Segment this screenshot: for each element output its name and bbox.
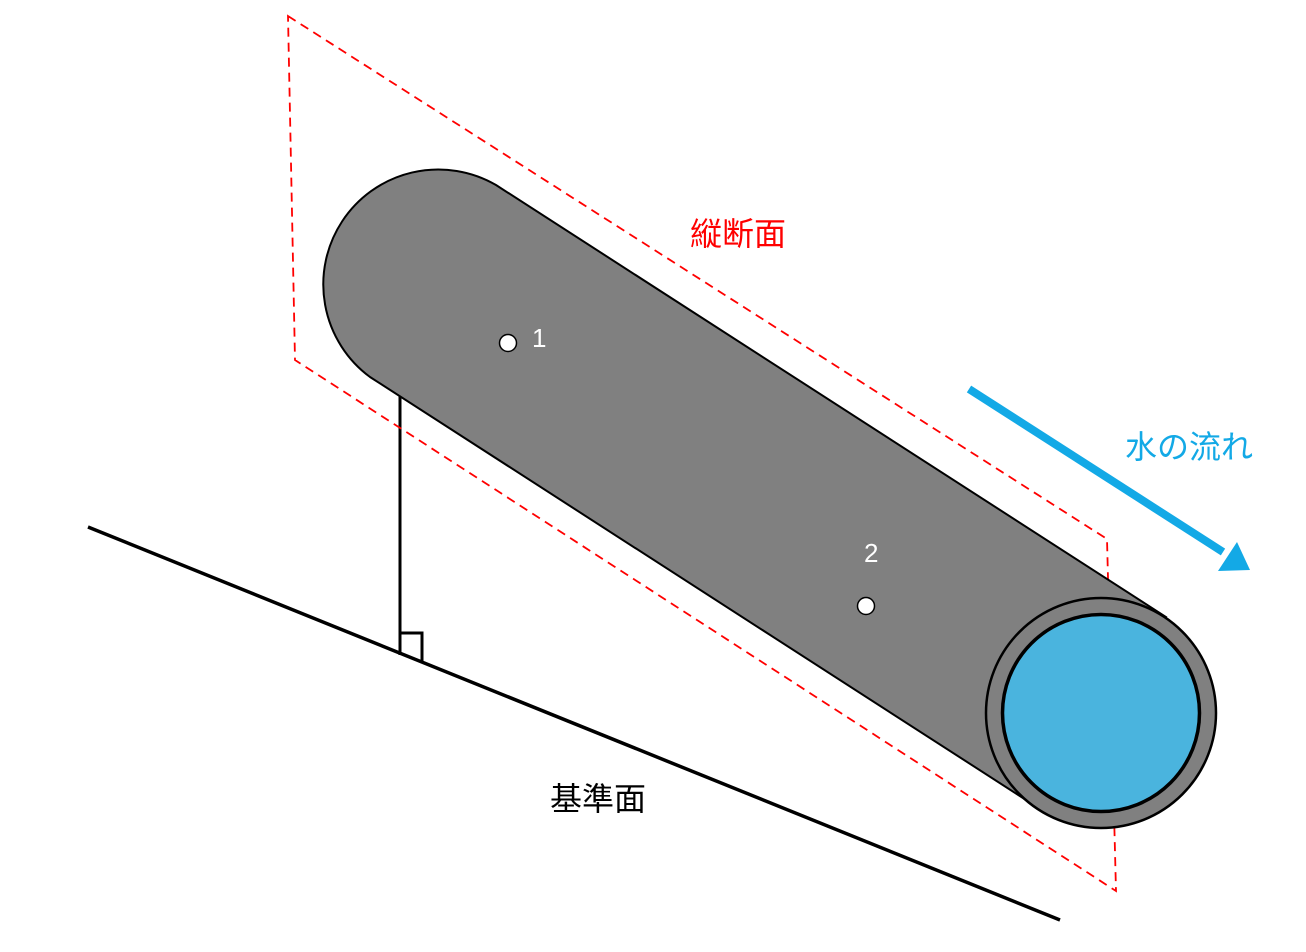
datum-line — [87, 525, 1061, 922]
longitudinal-section-label: 縦断面 — [690, 215, 786, 253]
flow-arrow-head — [1218, 542, 1250, 571]
water-flow-label: 水の流れ — [1125, 428, 1253, 466]
point-1-label: 1 — [532, 323, 546, 353]
section-plane-outline — [287, 14, 1117, 893]
flow-arrow-shaft — [966, 385, 1226, 556]
point-2-marker — [856, 596, 876, 616]
point-2-label: 2 — [864, 538, 878, 568]
right-angle-marker — [400, 631, 424, 662]
pipe — [322, 168, 1218, 830]
point-1-marker — [498, 333, 518, 353]
datum-plane-label: 基準面 — [550, 780, 646, 818]
water-cross-section — [1001, 613, 1201, 813]
pipe-body — [322, 168, 1168, 811]
flow-arrow — [966, 385, 1250, 571]
